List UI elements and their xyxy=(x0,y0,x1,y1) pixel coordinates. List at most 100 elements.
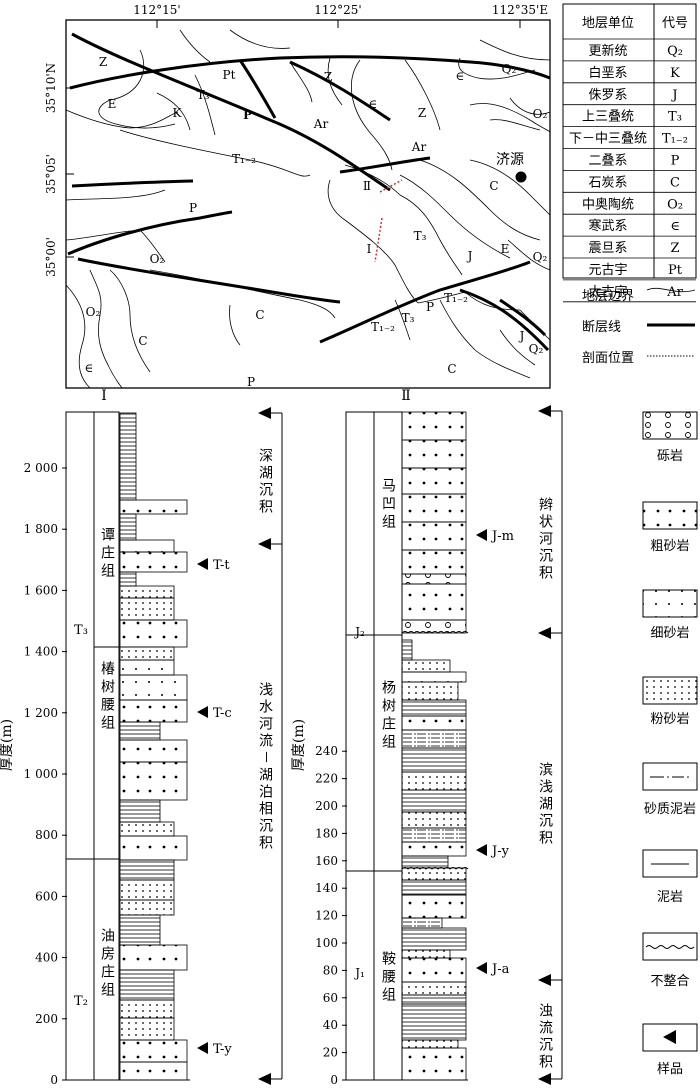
sample-marker-Jy xyxy=(476,844,487,856)
map-unit-label: T₁₋₂ xyxy=(371,320,395,334)
unconformity xyxy=(401,867,469,870)
lithology-bed xyxy=(119,659,175,676)
axis-tick-label: 160 xyxy=(315,854,338,868)
sample-marker-Jm xyxy=(476,529,487,541)
profile-line-1 xyxy=(374,217,383,263)
legend-unit-code: J xyxy=(670,88,677,103)
lithology-bed xyxy=(401,583,467,621)
map-unit-label: Pt xyxy=(223,68,236,82)
siltstone-symbol xyxy=(642,676,698,705)
map-unit-label: O₂ xyxy=(86,305,101,319)
sample-marker-Ty xyxy=(197,1042,208,1054)
legend-header-code: 代号 xyxy=(662,16,688,31)
lithology-bed xyxy=(119,674,188,701)
coarse-sandstone-symbol xyxy=(642,501,698,530)
fine-sandstone-symbol xyxy=(642,589,698,618)
axis-tick-label: 1 600 xyxy=(24,583,58,597)
series-T3: T₃ xyxy=(74,623,88,638)
lithology-bed xyxy=(119,799,161,823)
lat-label-3: 35°00' xyxy=(44,237,58,277)
map-unit-label: C xyxy=(447,362,456,376)
legend-unit-code: Q₂ xyxy=(667,44,683,59)
formation-boundaries xyxy=(65,29,551,389)
formation-anyao: 鞍腰组 xyxy=(380,951,396,1005)
sample-marker-Tc xyxy=(197,706,208,718)
series-J2: J₂ xyxy=(353,625,365,639)
lithology-bed xyxy=(119,513,137,541)
axis-tick-label: 60 xyxy=(323,991,338,1005)
section-1: Ⅰ 厚度(m) T₃ T₂ 谭庄组 椿树腰组 油房庄组 020040060080… xyxy=(0,388,283,1087)
sample-label-Ty: T-y xyxy=(213,1042,232,1057)
series-J1: J₁ xyxy=(353,966,365,980)
legend-unit-name: 元古宇 xyxy=(588,263,627,278)
axis-tick-label: 1 400 xyxy=(24,645,58,659)
lithology-bed xyxy=(119,619,188,648)
map-unit-label: Z xyxy=(324,70,332,84)
lithology-bed xyxy=(401,729,467,749)
lithology-legend: 砾岩 粗砂岩 细砂岩 粉砂岩 砂质泥岩 泥岩 不整合 样品 xyxy=(642,411,698,1077)
lithology-bed xyxy=(401,747,467,773)
map-unit-label: T₁₋₂ xyxy=(444,291,468,305)
lithology-bed xyxy=(401,957,467,983)
map-unit-label: ∈ xyxy=(456,69,465,83)
line-legend-profile-label: 剖面位置 xyxy=(582,351,634,366)
geologic-map: 济源 112°15' 112°25' 112°35'E 35°10'N 35°0… xyxy=(44,3,551,389)
formation-yangshuzhuang: 杨树庄组 xyxy=(380,680,396,752)
formation-tanzhuang: 谭庄组 xyxy=(99,527,115,581)
lithology-bed xyxy=(401,521,467,551)
axis-tick-label: 20 xyxy=(323,1046,338,1060)
legend-unit-name: 白垩系 xyxy=(588,65,627,81)
map-unit-label: ∈ xyxy=(85,361,94,375)
lithology-bed xyxy=(119,1017,175,1041)
lithology-bed xyxy=(401,917,443,929)
unconformity xyxy=(401,631,469,634)
lithology-bed xyxy=(401,981,467,996)
lithology-bed xyxy=(119,899,175,916)
lithology-bed xyxy=(119,551,188,573)
legend-unit-name: 二叠系 xyxy=(588,154,627,169)
map-unit-label: Q₂ xyxy=(529,342,544,356)
map-unit-label: T₃ xyxy=(414,229,427,243)
faults xyxy=(67,32,551,352)
map-unit-label: Ⅰ xyxy=(367,242,372,256)
sample-marker-Ja xyxy=(476,962,487,974)
series-T2: T₂ xyxy=(74,994,88,1009)
facies-shore-lake: 滨浅湖沉积 xyxy=(537,762,553,847)
lithology-bed xyxy=(119,859,175,881)
legend-unit-code: Pt xyxy=(668,263,683,278)
legend-unit-code: P xyxy=(671,154,680,169)
lithology-bed xyxy=(119,969,175,1001)
map-unit-label: Ar xyxy=(313,117,329,131)
legend-unit-name: 侏罗系 xyxy=(588,88,627,103)
map-unit-label: C xyxy=(489,179,498,193)
axis-tick-label: 2 000 xyxy=(24,461,58,475)
city-label: 济源 xyxy=(496,152,524,168)
axis-tick-label: 40 xyxy=(323,1018,338,1032)
conglomerate-symbol xyxy=(642,411,698,440)
legend-unit-name: 石炭系 xyxy=(588,175,627,190)
lithology-bed xyxy=(401,1039,459,1049)
axis-tick-label: 1 800 xyxy=(24,522,58,536)
lithology-bed xyxy=(119,646,175,661)
formation-youfangzhuang: 油房庄组 xyxy=(99,928,115,1000)
formation-chunshuyao: 椿树腰组 xyxy=(99,661,115,733)
sample-label-Tc: T-c xyxy=(213,706,232,721)
legend-unit-name: 寒武系 xyxy=(588,218,627,234)
lithology-bed xyxy=(401,827,467,843)
legend-unit-name: 更新统 xyxy=(588,43,627,59)
axis-tick-label: 0 xyxy=(50,1073,58,1087)
axis-tick-label: 1 000 xyxy=(24,767,58,781)
map-unit-label: O₂ xyxy=(150,252,165,266)
map-unit-label: C xyxy=(138,334,147,348)
lithology-bed xyxy=(401,467,467,495)
map-frame xyxy=(65,19,551,389)
lithology-bed xyxy=(401,949,451,959)
legend-unit-code: C xyxy=(670,175,680,190)
lithology-bed xyxy=(401,867,467,881)
map-unit-label: O₂ xyxy=(533,107,548,121)
section-2-title: Ⅱ xyxy=(401,388,411,404)
map-unit-label: Q₂ xyxy=(533,250,548,264)
facies-fluvial-lacustrine: 浅水河流－湖泊相沉积 xyxy=(257,682,273,852)
axis-tick-label: 400 xyxy=(35,951,58,965)
